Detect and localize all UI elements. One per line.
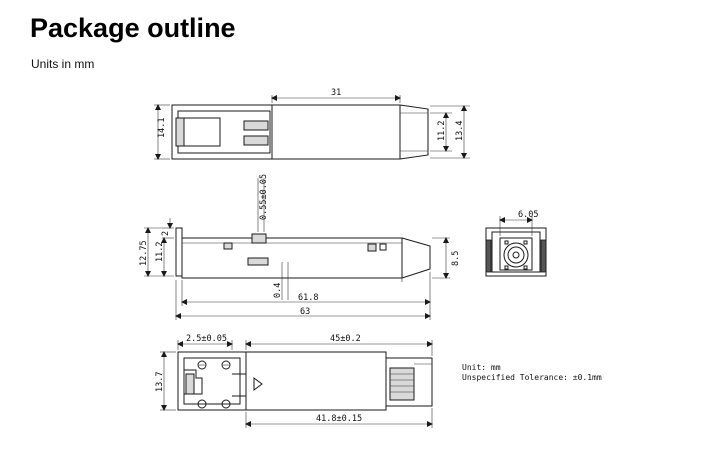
dim-side-total-height: 12.75 xyxy=(139,240,149,266)
units-note: Unit: mm xyxy=(462,363,501,372)
dim-top-height: 14.1 xyxy=(157,118,167,138)
dim-side-gap: 0.55±0.05 xyxy=(259,174,269,220)
dim-side-length-total: 63 xyxy=(300,307,310,317)
side-view: 0.55±0.05 2 12.75 11.2 8.5 0.4 61.8 63 xyxy=(139,174,461,320)
dim-side-right-height: 8.5 xyxy=(451,251,461,266)
dim-side-bottom-gap: 0.4 xyxy=(273,283,283,298)
dim-bottom-offset: 2.5±0.05 xyxy=(186,334,227,344)
dim-bottom-mid: 45±0.2 xyxy=(330,334,361,344)
page-title: Package outline xyxy=(30,13,236,43)
dim-top-outer: 13.4 xyxy=(455,121,465,141)
tolerance-note: Unspecified Tolerance: ±0.1mm xyxy=(462,373,602,382)
dim-side-small: 2 xyxy=(161,231,171,236)
dim-bottom-height: 13.7 xyxy=(155,372,165,392)
bottom-view: 2.5±0.05 45±0.2 13.7 41.8±0.15 xyxy=(155,334,433,428)
top-view: 31 14.1 11.2 13.4 xyxy=(154,88,470,160)
dim-bottom-length: 41.8±0.15 xyxy=(316,414,362,424)
page-subtitle: Units in mm xyxy=(31,57,95,71)
dim-top-inner: 11.2 xyxy=(437,121,447,141)
end-view: 6.05 xyxy=(485,210,547,277)
dim-side-lower: 11.2 xyxy=(155,242,165,262)
dim-end-width: 6.05 xyxy=(518,210,538,220)
dim-top-length: 31 xyxy=(331,88,341,98)
drawing-notes: Unit: mm Unspecified Tolerance: ±0.1mm xyxy=(462,363,602,383)
dim-side-length-short: 61.8 xyxy=(298,293,318,303)
